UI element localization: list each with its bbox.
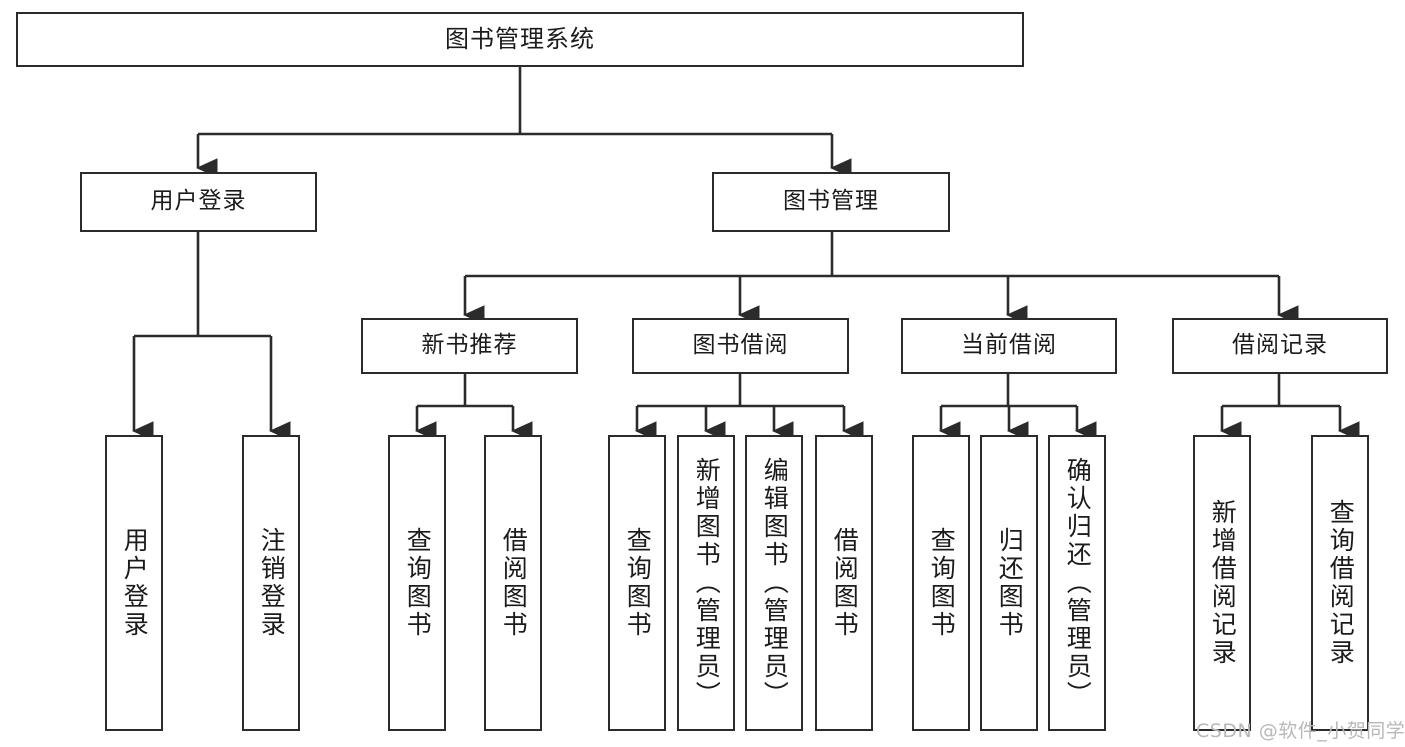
leaf-record-add-record[interactable]: 新增借阅记录	[1193, 435, 1251, 731]
leaf-recommend-query-book[interactable]: 查询图书	[388, 435, 446, 731]
node-label: 借阅图书	[499, 527, 529, 639]
node-new-book-recommend[interactable]: 新书推荐	[361, 318, 578, 374]
node-label: 查询图书	[927, 527, 957, 639]
leaf-current-return-book[interactable]: 归还图书	[980, 435, 1038, 731]
leaf-borrow-add-book-admin[interactable]: 新增图书（管理员）	[677, 435, 735, 731]
node-label: 查询图书	[403, 527, 433, 639]
node-label: 新增图书（管理员）	[692, 457, 722, 709]
csdn-watermark: CSDN @软件_小贺同学	[1196, 720, 1405, 742]
leaf-current-confirm-return-admin[interactable]: 确认归还（管理员）	[1048, 435, 1106, 731]
node-label: 图书管理	[783, 188, 879, 215]
node-label: 用户登录	[150, 188, 247, 215]
node-label: 借阅记录	[1232, 332, 1328, 359]
leaf-borrow-borrow-book[interactable]: 借阅图书	[815, 435, 873, 731]
leaf-user-login[interactable]: 用户登录	[105, 435, 163, 731]
leaf-borrow-query-book[interactable]: 查询图书	[608, 435, 666, 731]
node-label: 新增借阅记录	[1208, 499, 1238, 667]
node-book-management[interactable]: 图书管理	[712, 172, 950, 232]
leaf-borrow-edit-book-admin[interactable]: 编辑图书（管理员）	[745, 435, 803, 731]
node-label: 查询图书	[623, 527, 653, 639]
leaf-current-query-book[interactable]: 查询图书	[912, 435, 970, 731]
node-label: 确认归还（管理员）	[1063, 457, 1093, 709]
node-user-login[interactable]: 用户登录	[80, 172, 317, 232]
node-label: 图书借阅	[692, 332, 789, 359]
node-current-borrow[interactable]: 当前借阅	[901, 318, 1117, 374]
node-label: 当前借阅	[961, 332, 1057, 359]
leaf-recommend-borrow-book[interactable]: 借阅图书	[484, 435, 542, 731]
node-borrow-record[interactable]: 借阅记录	[1172, 318, 1388, 374]
node-label: 归还图书	[995, 527, 1025, 639]
leaf-logout[interactable]: 注销登录	[242, 435, 300, 731]
node-book-borrow[interactable]: 图书借阅	[632, 318, 849, 374]
node-label: 图书管理系统	[445, 25, 595, 54]
node-label: 注销登录	[257, 527, 287, 639]
node-label: 借阅图书	[830, 527, 860, 639]
node-root-system[interactable]: 图书管理系统	[16, 12, 1024, 67]
node-label: 新书推荐	[421, 332, 518, 359]
node-label: 查询借阅记录	[1326, 499, 1356, 667]
leaf-record-query-record[interactable]: 查询借阅记录	[1311, 435, 1369, 731]
node-label: 编辑图书（管理员）	[760, 457, 790, 709]
node-label: 用户登录	[120, 527, 150, 639]
